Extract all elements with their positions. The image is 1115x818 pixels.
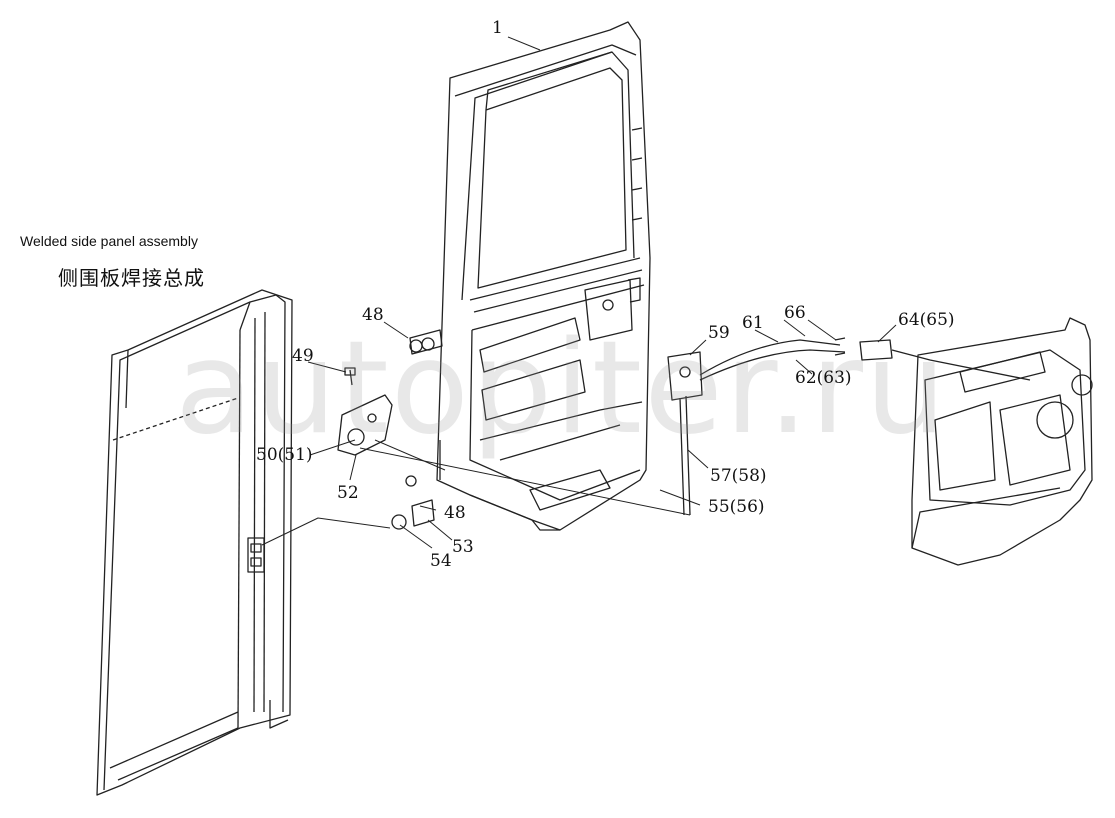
door-frame	[436, 21, 651, 531]
callout-48-upper: 48	[362, 305, 384, 325]
callout-49: 49	[292, 346, 314, 366]
side-panel-assembly	[96, 289, 293, 796]
callout-48-lower: 48	[444, 503, 466, 523]
callout-54: 54	[430, 551, 452, 571]
callout-64-65: 64(65)	[898, 310, 955, 330]
callout-59: 59	[708, 323, 730, 343]
latch-and-cables	[667, 337, 1031, 516]
callout-57-58: 57(58)	[710, 466, 767, 486]
hinge-parts	[337, 329, 443, 530]
callout-50-51: 50(51)	[256, 445, 313, 465]
caption-english: Welded side panel assembly	[20, 233, 198, 249]
watermark: autopiter.ru	[175, 314, 949, 463]
callout-1: 1	[492, 18, 503, 38]
callout-61: 61	[742, 313, 764, 333]
door-trim-panel	[911, 317, 1093, 566]
callout-55-56: 55(56)	[708, 497, 765, 517]
callout-52: 52	[337, 483, 359, 503]
callout-66: 66	[784, 303, 806, 323]
caption-chinese: 侧围板焊接总成	[58, 266, 205, 290]
callout-53: 53	[452, 537, 474, 557]
leader-lines	[261, 36, 897, 549]
callout-62-63: 62(63)	[795, 368, 852, 388]
